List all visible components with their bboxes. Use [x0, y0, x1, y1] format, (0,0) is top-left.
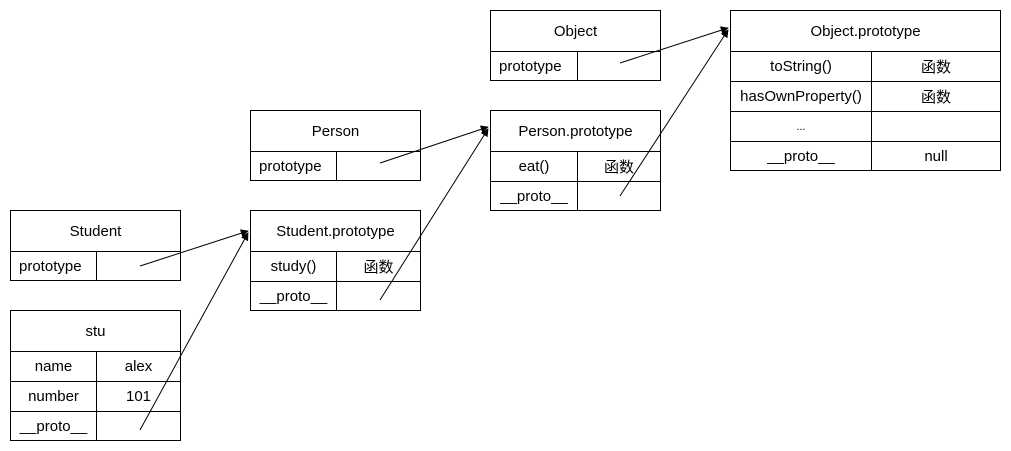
object-prototype-row-hasownproperty: hasOwnProperty() 函数 — [731, 81, 1000, 111]
person-prototype-row-eat: eat() 函数 — [491, 151, 660, 181]
object-prototype-title: Object.prototype — [810, 22, 921, 40]
object-prototype-row-ellipsis-key: ... — [796, 120, 806, 133]
student-prototype-row-proto: __proto__ — [251, 281, 420, 311]
person-prototype-row-proto: __proto__ — [491, 181, 660, 211]
student-row-prototype-value — [96, 252, 180, 281]
stu-title: stu — [85, 322, 106, 340]
student-prototype-box: Student.prototype study() 函数 __proto__ — [250, 210, 421, 311]
object-prototype-row-ellipsis: ... — [731, 111, 1000, 141]
student-prototype-row-proto-key: __proto__ — [259, 288, 328, 305]
object-row-prototype-key: prototype — [499, 58, 562, 75]
stu-row-number: number 101 — [11, 381, 180, 411]
person-row-prototype-key: prototype — [259, 158, 322, 175]
student-title: Student — [69, 222, 122, 240]
object-title: Object — [553, 22, 598, 40]
object-prototype-row-ellipsis-value — [871, 112, 1000, 141]
object-prototype-row-hasownproperty-key: hasOwnProperty() — [740, 88, 862, 105]
stu-row-name-key: name — [34, 358, 73, 375]
person-row-prototype-value — [336, 152, 420, 181]
object-prototype-row-proto-key: __proto__ — [767, 148, 835, 165]
object-box: Object prototype — [490, 10, 661, 81]
stu-row-proto-key: __proto__ — [19, 418, 88, 435]
object-prototype-box: Object.prototype toString() 函数 hasOwnPro… — [730, 10, 1001, 171]
object-prototype-row-tostring: toString() 函数 — [731, 51, 1000, 81]
stu-row-name: name alex — [11, 351, 180, 381]
stu-box: stu name alex number 101 __proto__ — [10, 310, 181, 441]
object-prototype-row-hasownproperty-value: 函数 — [871, 82, 1000, 111]
arrow-person-prototype — [379, 125, 489, 164]
student-prototype-row-study-key: study() — [270, 258, 317, 275]
student-prototype-row-study: study() 函数 — [251, 251, 420, 281]
person-prototype-row-proto-key: __proto__ — [500, 188, 568, 205]
stu-row-proto: __proto__ — [11, 411, 180, 441]
student-row-prototype-key: prototype — [19, 258, 82, 275]
person-title: Person — [311, 122, 360, 140]
arrow-student-prototype — [139, 229, 249, 267]
arrow-student-prototype-proto — [379, 128, 489, 301]
person-prototype-title: Person.prototype — [518, 122, 633, 140]
person-prototype-row-eat-key: eat() — [518, 158, 550, 175]
person-box: Person prototype — [250, 110, 421, 181]
person-prototype-row-eat-value: 函数 — [577, 152, 660, 181]
object-prototype-row-tostring-key: toString() — [770, 58, 832, 75]
stu-row-proto-value — [96, 412, 180, 441]
arrow-object-prototype — [619, 26, 729, 64]
arrow-stu-proto — [139, 232, 249, 431]
object-row-prototype-value — [577, 52, 660, 81]
arrow-person-prototype-proto — [619, 29, 729, 197]
person-prototype-box: Person.prototype eat() 函数 __proto__ — [490, 110, 661, 211]
stu-row-number-value: 101 — [96, 382, 180, 411]
person-prototype-row-proto-value — [577, 182, 660, 211]
student-row-prototype: prototype — [11, 251, 180, 281]
object-prototype-row-tostring-value: 函数 — [871, 52, 1000, 81]
person-row-prototype: prototype — [251, 151, 420, 181]
student-box: Student prototype — [10, 210, 181, 281]
object-prototype-row-proto-value: null — [871, 142, 1000, 171]
student-prototype-row-study-value: 函数 — [336, 252, 420, 281]
object-prototype-row-proto: __proto__ null — [731, 141, 1000, 171]
student-prototype-row-proto-value — [336, 282, 420, 311]
student-prototype-title: Student.prototype — [276, 222, 395, 240]
stu-row-name-value: alex — [96, 352, 180, 381]
stu-row-number-key: number — [28, 388, 79, 405]
object-row-prototype: prototype — [491, 51, 660, 81]
